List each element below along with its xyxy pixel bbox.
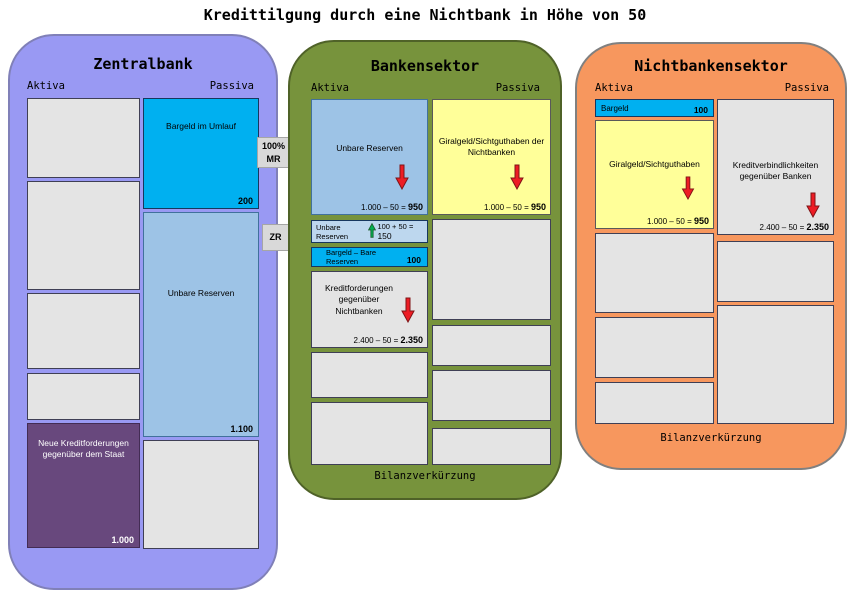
arrow-down-icon (510, 164, 524, 192)
box-calc: 2.400 – 50 = 2.350 (759, 222, 829, 232)
arrow-down-icon (681, 176, 695, 202)
zb-aktiva-empty-box-1 (27, 98, 140, 178)
box-value: 1.100 (230, 424, 253, 434)
nb-box-giralgeld: Giralgeld/Sichtguthaben 1.000 – 50 = 950 (595, 120, 714, 229)
mr-label-line1: 100% (261, 141, 286, 151)
bs-box-bargeld-bare-reserven: Bargeld – Bare Reserven 100 (311, 247, 428, 267)
bs-box-kreditforderungen: Kreditforderungen gegenüber Nichtbanken … (311, 271, 428, 348)
bankensektor-header: Bankensektor (370, 57, 480, 75)
box-value: 200 (237, 196, 253, 206)
zb-box-bargeld-im-umlauf: Bargeld im Umlauf 200 (143, 98, 259, 209)
sector-nichtbankensektor: Nichtbankensektor Aktiva Passiva Bargeld… (575, 42, 847, 470)
box-calc: 1.000 – 50 = 950 (361, 202, 423, 212)
bs-passiva-empty-box-4 (432, 428, 551, 465)
bs-passiva-empty-box-2 (432, 325, 551, 366)
zb-box-unbare-reserven: Unbare Reserven 1.100 (143, 212, 259, 437)
zb-aktiva-empty-box-4 (27, 373, 140, 420)
zentralbank-aktiva-label: Aktiva (27, 80, 65, 92)
nb-aktiva-empty-box-2 (595, 317, 714, 378)
zb-aktiva-empty-box-2 (27, 181, 140, 290)
arrow-up-icon (368, 222, 377, 240)
bankensektor-footer: Bilanzverkürzung (374, 470, 476, 482)
nichtbanken-aktiva-label: Aktiva (595, 82, 633, 94)
box-label: Kreditforderungen gegenüber Nichtbanken (324, 283, 394, 316)
arrow-down-icon (395, 164, 409, 192)
bs-box-unbare-reserven-zr: Unbare Reserven 100 + 50 = 150 (311, 220, 428, 243)
box-value: 1.000 (111, 535, 134, 545)
box-calc: 100 + 50 = 150 (377, 222, 414, 241)
zentralbank-header: Zentralbank (93, 55, 193, 73)
box-calc: 1.000 – 50 = 950 (647, 216, 709, 226)
nb-passiva-empty-box-2 (717, 305, 834, 424)
nb-box-bargeld: Bargeld 100 (595, 99, 714, 117)
box-calc: 1.000 – 50 = 950 (484, 202, 546, 212)
mr-reserve-label: 100% MR (257, 137, 290, 168)
nichtbanken-passiva-label: Passiva (784, 82, 829, 94)
nichtbanken-footer: Bilanzverkürzung (660, 432, 762, 444)
box-label: Unbare Reserven (167, 288, 235, 298)
box-calc: 2.400 – 50 = 2.350 (353, 335, 423, 345)
diagram-title: Kredittilgung durch eine Nichtbank in Hö… (203, 6, 647, 24)
zr-label: ZR (262, 224, 289, 251)
bs-passiva-empty-box-1 (432, 219, 551, 320)
box-label: Giralgeld/Sichtguthaben der Nichtbanken (438, 136, 545, 158)
box-label: Bargeld (601, 103, 629, 113)
nb-aktiva-empty-box-3 (595, 382, 714, 424)
nichtbankensektor-header: Nichtbankensektor (634, 57, 788, 75)
bs-aktiva-empty-box-1 (311, 352, 428, 398)
zb-passiva-empty-box-1 (143, 440, 259, 549)
mr-label-line2: MR (266, 154, 281, 164)
bs-aktiva-empty-box-2 (311, 402, 428, 465)
bs-box-unbare-reserven: Unbare Reserven 1.000 – 50 = 950 (311, 99, 428, 215)
arrow-down-icon (401, 297, 415, 325)
bankensektor-passiva-label: Passiva (495, 82, 540, 94)
box-label: Giralgeld/Sichtguthaben (609, 159, 700, 169)
box-label: Kreditverbindlichkeiten gegenüber Banken (732, 160, 819, 182)
nb-box-kreditverbindlichkeiten: Kreditverbindlichkeiten gegenüber Banken… (717, 99, 834, 235)
box-label: Bargeld – Bare Reserven (326, 248, 377, 266)
bs-box-giralgeld: Giralgeld/Sichtguthaben der Nichtbanken … (432, 99, 551, 215)
arrow-down-icon (806, 192, 820, 220)
sector-zentralbank: Zentralbank Aktiva Passiva Neue Kreditfo… (8, 34, 278, 590)
box-label: Neue Kreditforderungen gegenüber dem Sta… (38, 438, 129, 460)
box-label: Unbare Reserven (316, 222, 349, 241)
nb-passiva-empty-box-1 (717, 241, 834, 302)
box-label: Bargeld im Umlauf (166, 121, 236, 131)
box-value: 100 (693, 105, 708, 115)
bs-passiva-empty-box-3 (432, 370, 551, 421)
sector-bankensektor: Bankensektor Aktiva Passiva Unbare Reser… (288, 40, 562, 500)
box-label: Unbare Reserven (336, 143, 403, 153)
zb-aktiva-empty-box-3 (27, 293, 140, 369)
zentralbank-passiva-label: Passiva (209, 80, 254, 92)
nb-aktiva-empty-box-1 (595, 233, 714, 313)
zb-box-neue-kreditforderungen-staat: Neue Kreditforderungen gegenüber dem Sta… (27, 423, 140, 548)
bankensektor-aktiva-label: Aktiva (311, 82, 349, 94)
box-value: 100 (406, 255, 421, 265)
